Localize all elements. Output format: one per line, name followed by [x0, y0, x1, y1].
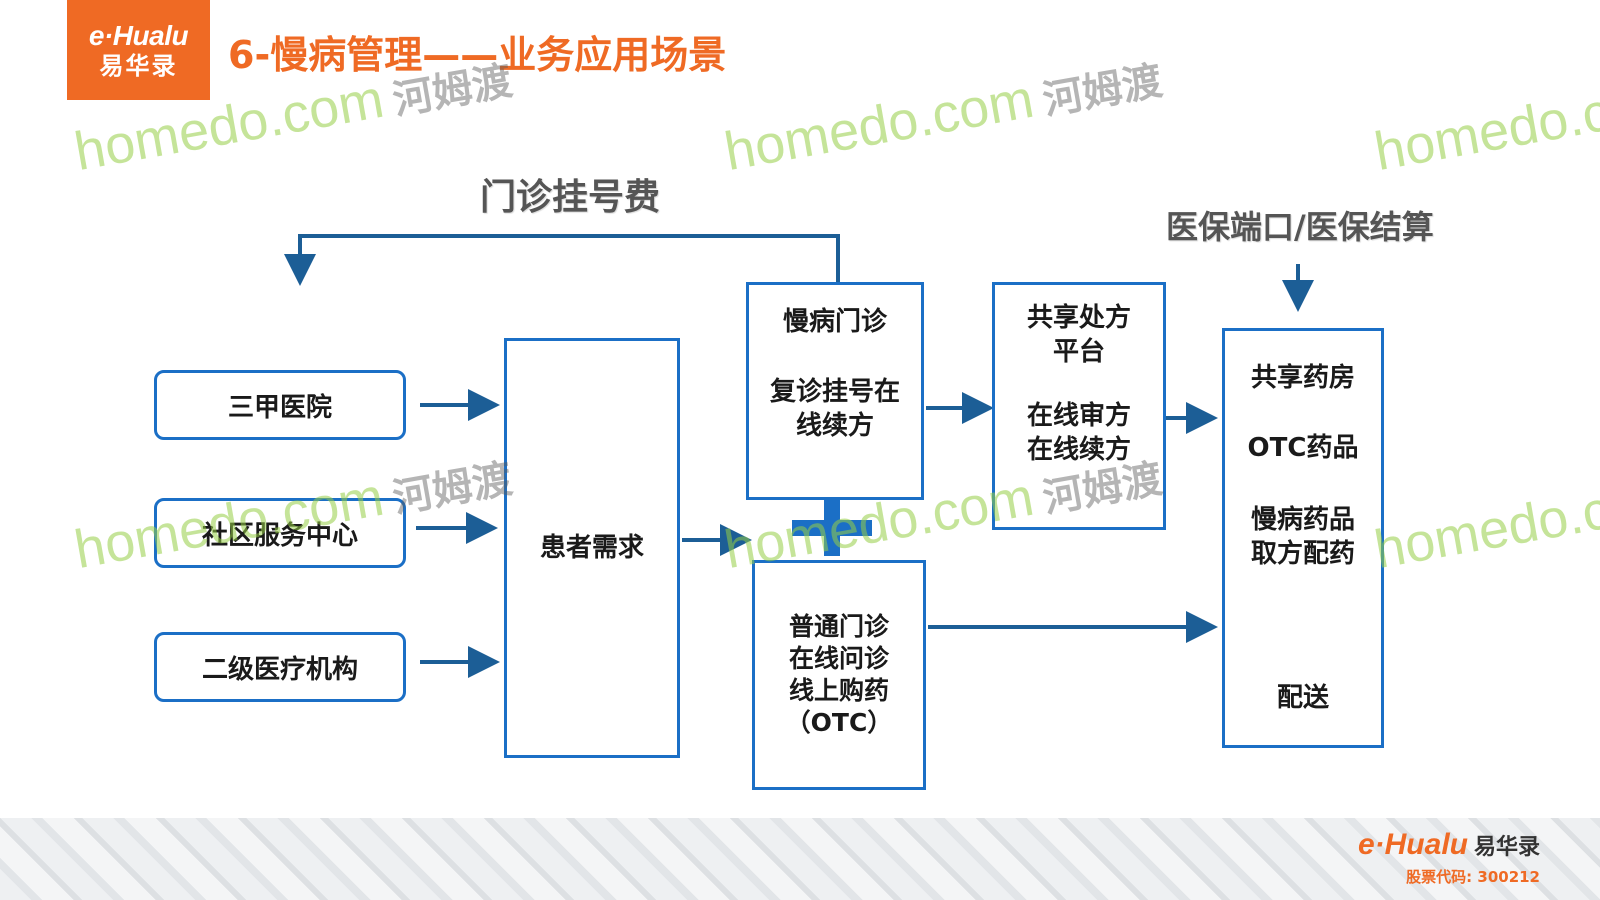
hospital-label: 三甲医院	[227, 392, 332, 423]
shared-prescription-title: 共享处方 平台	[1026, 303, 1131, 367]
stock-code: 股票代码: 300212	[1406, 868, 1540, 886]
pharmacy-box: 共享药房 OTC药品 慢病药品 取方配药 配送	[1222, 328, 1384, 748]
page-title: 6-慢病管理——业务应用场景	[228, 33, 727, 77]
registration-fee-label: 门诊挂号费	[480, 177, 661, 218]
footer-logo-latin: e·Hualu	[1357, 828, 1468, 861]
logo-chinese: 易华录	[99, 52, 178, 80]
general-clinic-box: 普通门诊 在线问诊 线上购药 （OTC）	[752, 560, 926, 790]
hospital-item-tier2: 二级医疗机构	[154, 632, 406, 702]
hospital-item-tier3: 三甲医院	[154, 370, 406, 440]
hospital-label: 社区服务中心	[201, 520, 358, 551]
shared-prescription-box: 共享处方 平台 在线审方 在线续方	[992, 282, 1166, 530]
pharmacy-item: 慢病药品 取方配药	[1250, 505, 1355, 569]
hospital-item-community: 社区服务中心	[154, 498, 406, 568]
insurance-label: 医保端口/医保结算	[1166, 208, 1434, 246]
patient-demand-box: 患者需求	[504, 338, 680, 758]
general-clinic-body: 普通门诊 在线问诊 线上购药 （OTC）	[785, 612, 893, 737]
pharmacy-item: 配送	[1276, 683, 1329, 713]
chronic-clinic-box: 慢病门诊 复诊挂号在 线续方	[746, 282, 924, 500]
patient-demand-label: 患者需求	[539, 533, 644, 563]
company-logo: e·Hualu 易华录	[67, 0, 210, 100]
shared-prescription-body: 在线审方 在线续方	[1026, 401, 1131, 465]
plus-icon	[792, 500, 872, 556]
hospital-label: 二级医疗机构	[201, 654, 358, 685]
footer-band	[0, 818, 1600, 900]
footer-logo-cn: 易华录	[1473, 834, 1540, 859]
fee-bracket-line	[284, 234, 840, 286]
logo-latin: e·Hualu	[88, 20, 189, 51]
pharmacy-item: OTC药品	[1247, 433, 1359, 463]
chronic-clinic-body: 复诊挂号在 线续方	[769, 377, 900, 441]
chronic-clinic-title: 慢病门诊	[782, 307, 887, 337]
pharmacy-item: 共享药房	[1250, 363, 1355, 393]
